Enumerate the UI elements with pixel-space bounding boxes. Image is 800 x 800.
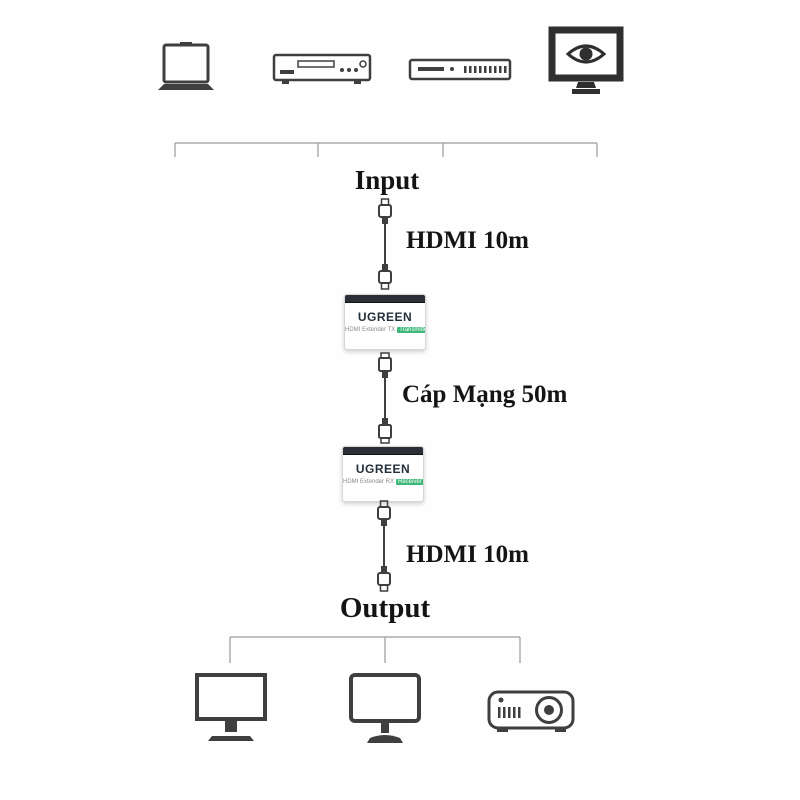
hdmi-cable-top-icon: [375, 198, 395, 290]
hdmi-top-label: HDMI 10m: [406, 227, 529, 254]
transmitter-model: HDMI Extender TX: [345, 327, 396, 333]
output-label: Output: [339, 592, 431, 624]
receiver-badge: Receiver: [396, 479, 423, 485]
input-label: Input: [354, 165, 420, 195]
hdmi-cable-bottom-icon: [374, 500, 394, 592]
transmitter-box: UGREEN HDMI Extender TXTransmitter: [344, 294, 426, 350]
dvd-player-icon: [272, 52, 372, 88]
monitor-icon: [348, 672, 422, 748]
hdmi-bottom-label: HDMI 10m: [406, 541, 529, 568]
receiver-brand: UGREEN: [355, 462, 411, 476]
transmitter-box-top-edge: [345, 295, 425, 303]
media-player-icon: [408, 58, 512, 84]
monitor-eye-icon: [548, 26, 624, 98]
monitor-icon: [194, 672, 268, 746]
transmitter-badge: Transmitter: [397, 327, 425, 333]
lan-cable-label: Cáp Mạng 50m: [402, 381, 568, 408]
laptop-icon: [150, 40, 222, 98]
transmitter-brand: UGREEN: [357, 310, 413, 324]
receiver-model: HDMI Extender RX: [343, 479, 395, 485]
lan-cable-icon: [375, 352, 395, 444]
projector-icon: [487, 684, 575, 740]
receiver-box-top-edge: [343, 447, 423, 455]
